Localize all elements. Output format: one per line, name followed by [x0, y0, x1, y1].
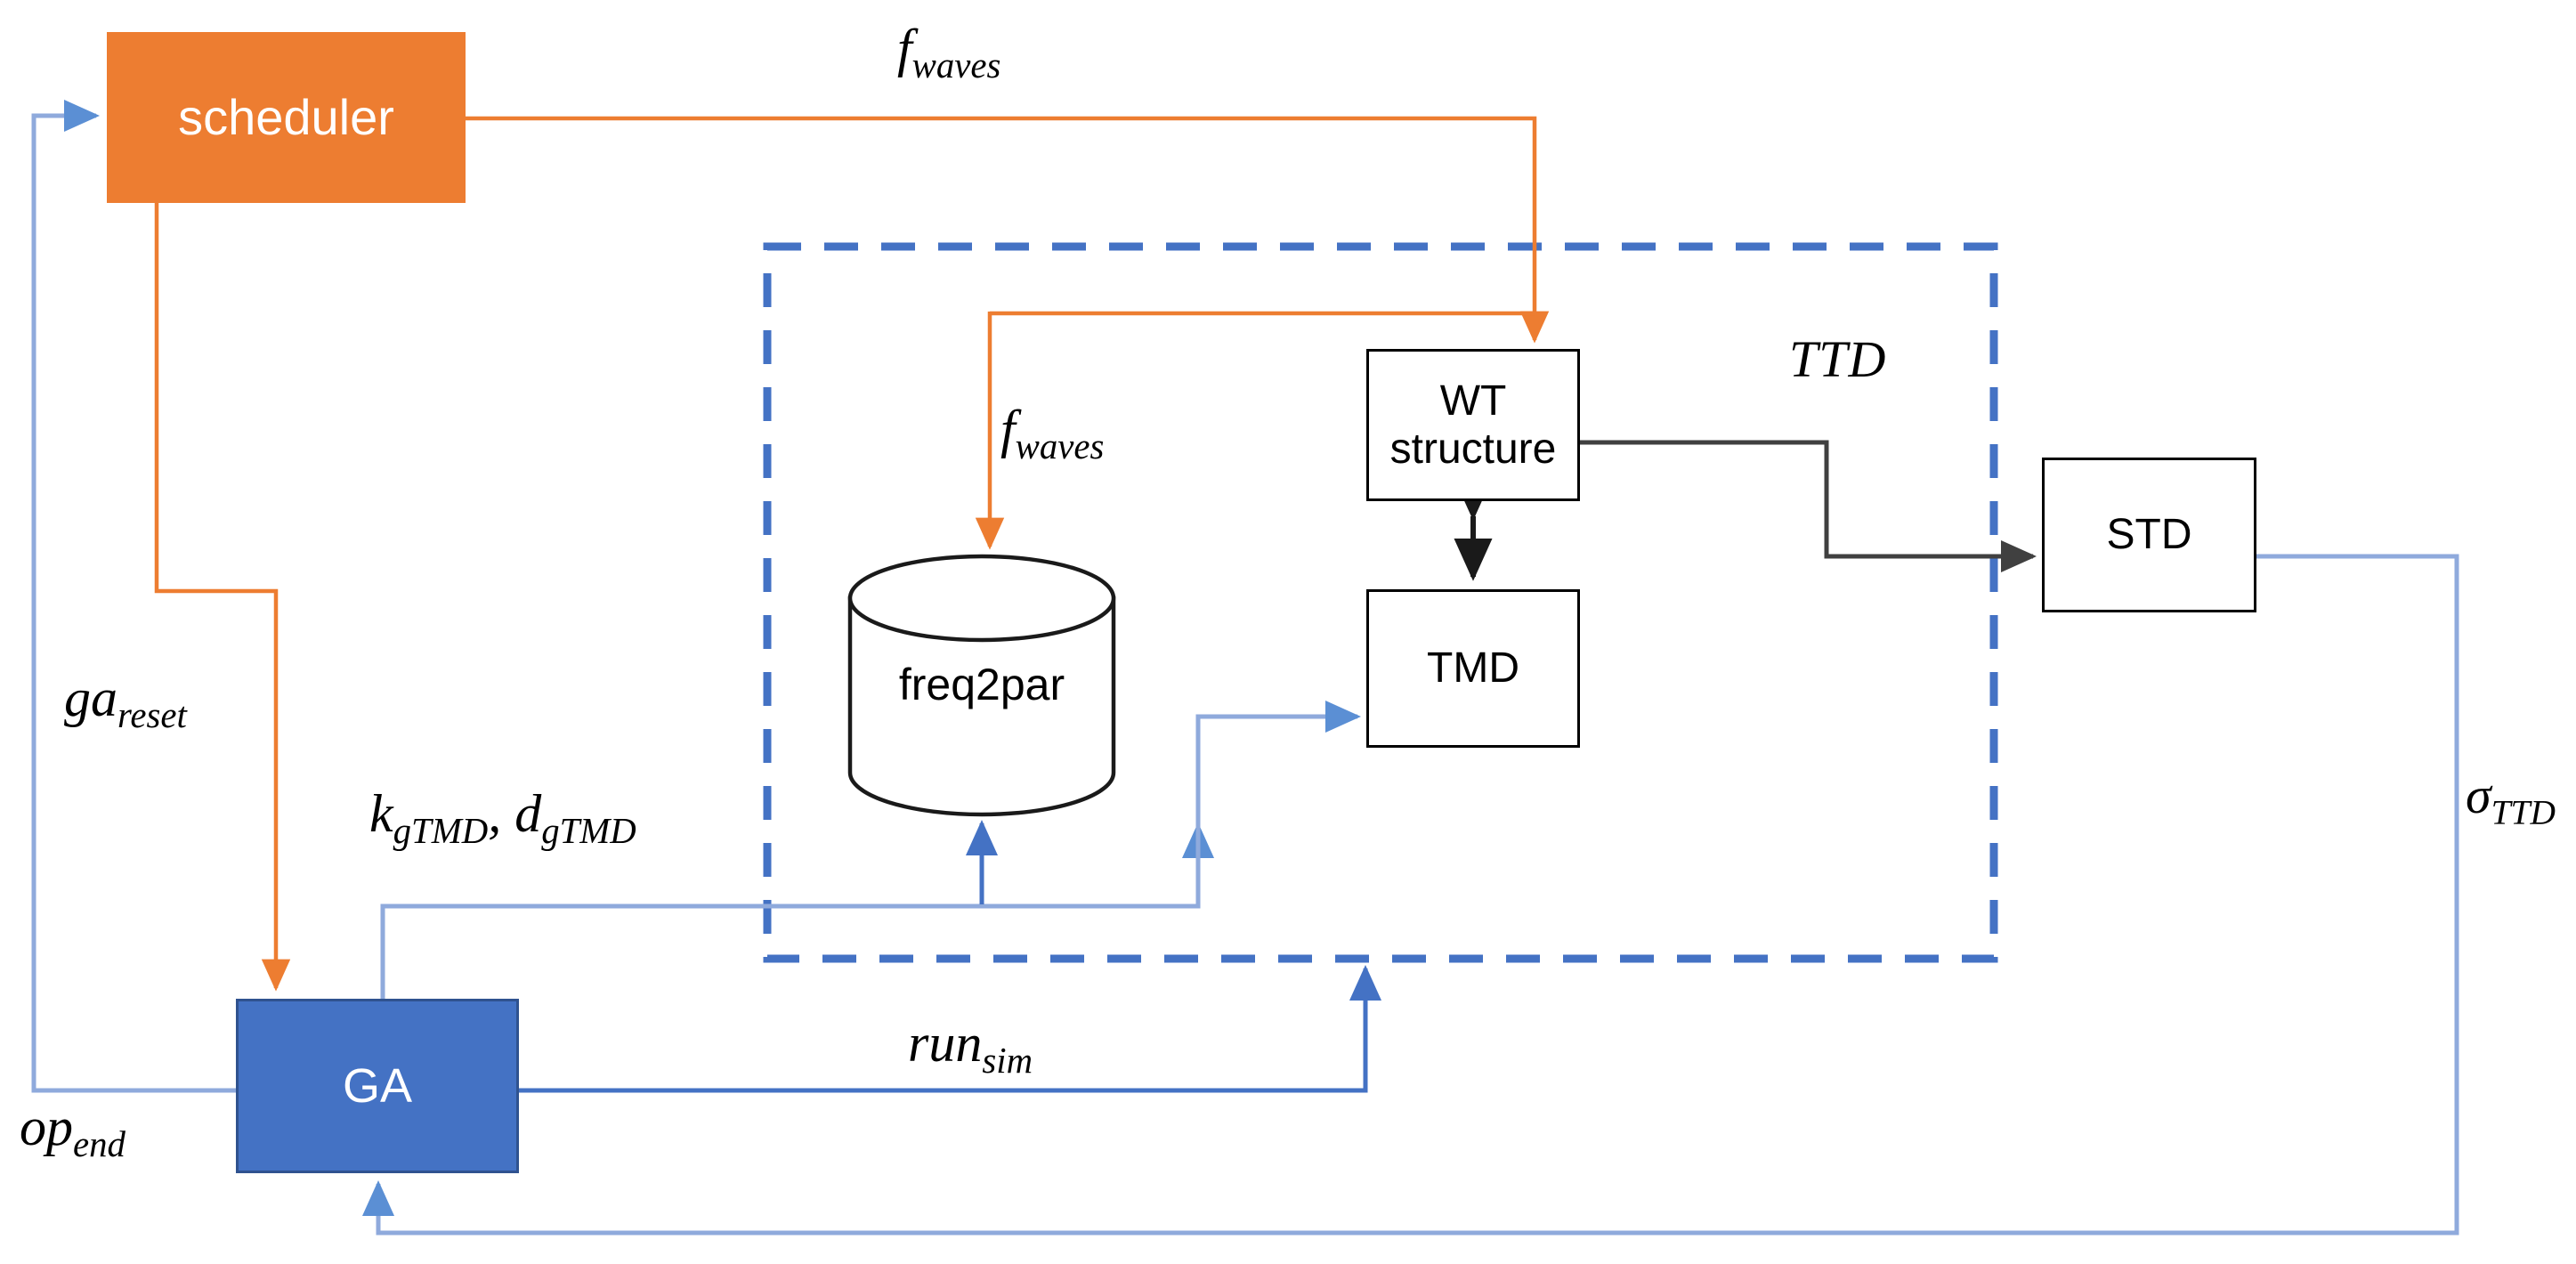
- label-sigma-ttd-sub: TTD: [2491, 792, 2556, 832]
- tmd-label: TMD: [1427, 644, 1519, 693]
- label-f-waves-mid: fwaves: [1000, 399, 1104, 467]
- edge-freq2par-to-tmd: [1195, 701, 1362, 906]
- edge-scheduler-to-wt-structure: [466, 116, 1550, 344]
- scheduler-label: scheduler: [178, 88, 394, 145]
- label-k-d-gtmd: kgTMD, dgTMD: [369, 783, 636, 852]
- node-ga[interactable]: GA: [236, 999, 519, 1173]
- label-k-gtmd-sub: gTMD: [393, 811, 489, 851]
- label-d-gtmd-sub: gTMD: [541, 811, 636, 851]
- label-op-end-sub: end: [73, 1124, 126, 1164]
- edge-wt-structure-to-std: [1580, 440, 2037, 572]
- node-tmd[interactable]: TMD: [1366, 589, 1580, 748]
- ga-label: GA: [342, 1058, 413, 1113]
- label-f-waves-top-base: f: [897, 19, 912, 77]
- std-label: STD: [2106, 511, 2192, 559]
- label-d-gtmd-base: , d: [488, 784, 542, 843]
- edge-ga-to-scheduler: [31, 100, 236, 1093]
- node-scheduler[interactable]: scheduler: [107, 32, 466, 203]
- label-op-end: opend: [20, 1097, 126, 1165]
- label-f-waves-top-sub: waves: [911, 45, 1001, 85]
- label-f-waves-mid-sub: waves: [1015, 426, 1105, 466]
- node-wt-structure[interactable]: WT structure: [1366, 349, 1580, 501]
- label-f-waves-mid-base: f: [1000, 400, 1016, 458]
- label-ttd: TTD: [1789, 329, 1886, 389]
- edge-scheduler-to-ga: [154, 203, 291, 992]
- label-op-end-base: op: [20, 1098, 73, 1156]
- label-sigma-ttd-base: σ: [2466, 766, 2491, 824]
- label-run-sim-sub: sim: [982, 1041, 1033, 1081]
- label-ttd-base: TTD: [1789, 330, 1887, 388]
- label-ga-reset-base: ga: [64, 668, 117, 727]
- label-ga-reset-sub: reset: [117, 695, 187, 735]
- label-f-waves-top: fwaves: [897, 18, 1000, 86]
- wt-structure-label-line1: WT: [1439, 377, 1507, 425]
- freq2par-cylinder: [847, 554, 1116, 817]
- wt-structure-label-line2: structure: [1389, 425, 1557, 473]
- node-std[interactable]: STD: [2042, 458, 2256, 612]
- label-run-sim: runsim: [908, 1013, 1033, 1082]
- freq2par-label: freq2par: [898, 660, 1065, 709]
- label-k-gtmd-base: k: [369, 784, 393, 843]
- label-run-sim-base: run: [908, 1014, 983, 1073]
- label-ga-reset: gareset: [64, 668, 187, 736]
- label-sigma-ttd: σTTD: [2466, 766, 2556, 833]
- edge-ga-to-simulation: [519, 964, 1381, 1093]
- edge-std-to-ga: [362, 554, 2459, 1236]
